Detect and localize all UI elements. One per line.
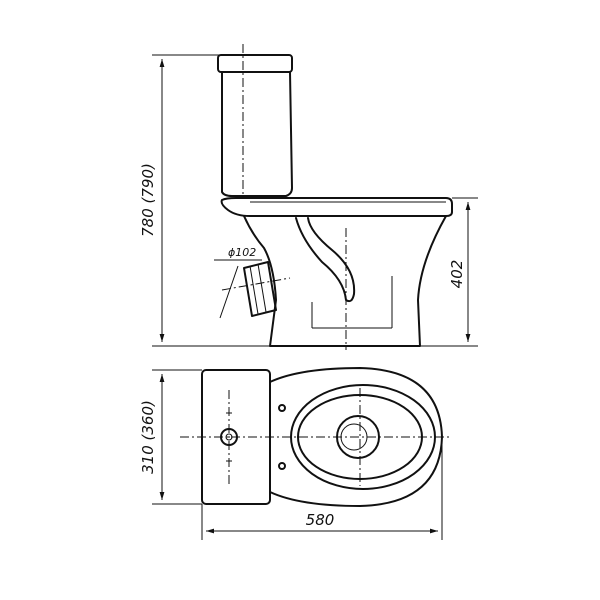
trapway — [295, 217, 356, 303]
top-view — [180, 367, 450, 507]
tank-body — [221, 71, 293, 197]
outlet-diameter-label: ϕ102 — [228, 246, 256, 259]
side-view — [217, 44, 453, 350]
outlet-diameter-dimension: ϕ102 — [214, 246, 262, 319]
depth-label: 310 (360) — [139, 400, 157, 474]
total-height-label: 780 (790) — [139, 163, 157, 237]
bowl-rim — [220, 197, 453, 217]
bowl-height-label: 402 — [448, 260, 466, 289]
bowl-body — [243, 215, 447, 347]
tank-lid — [217, 54, 293, 73]
hinge-bolt-top — [278, 404, 286, 412]
length-label: 580 — [306, 511, 335, 529]
hinge-bolt-bottom — [278, 462, 286, 470]
depth-dimension: 310 (360) — [139, 369, 202, 505]
length-dimension: 580 — [201, 437, 443, 540]
outlet-pipe — [243, 261, 277, 317]
total-height-dimension: 780 (790) — [139, 54, 272, 347]
bowl-height-dimension: 402 — [420, 197, 478, 347]
